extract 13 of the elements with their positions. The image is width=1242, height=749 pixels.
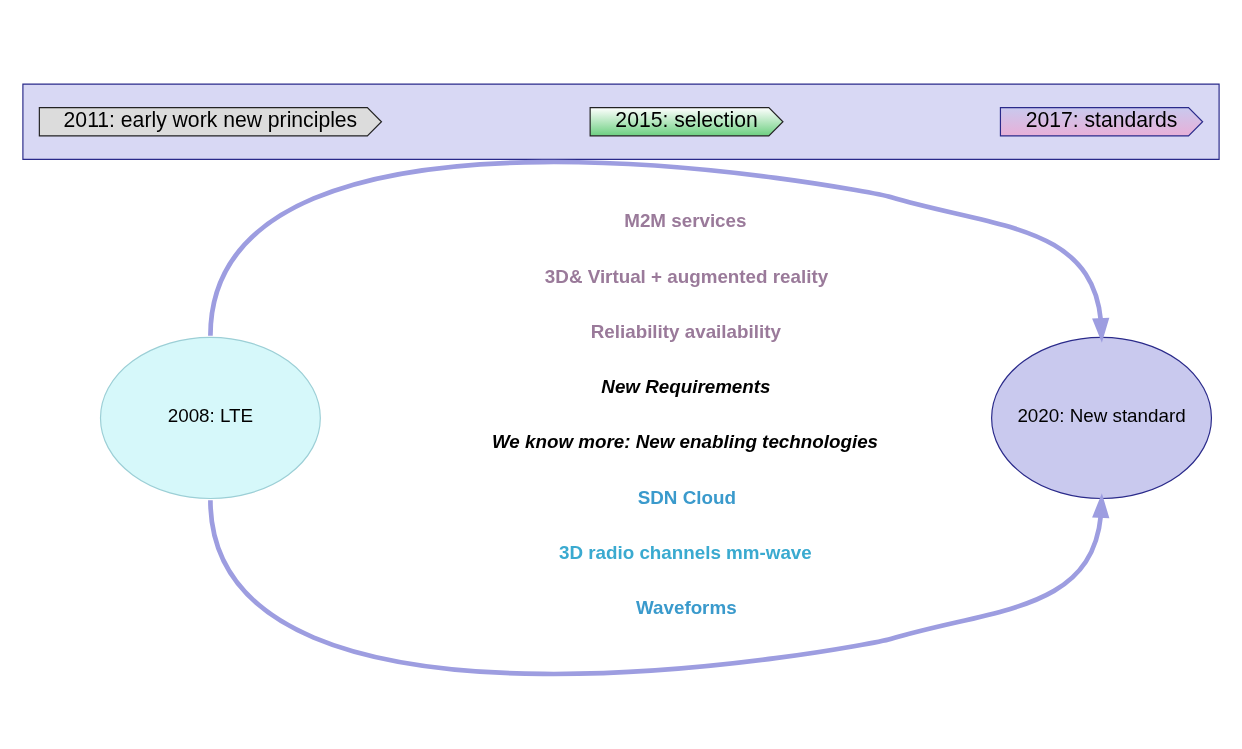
label: Waveforms — [635, 597, 737, 619]
arrow — [208, 493, 1110, 677]
cluster — [22, 83, 1220, 160]
label: New Requirements — [601, 376, 771, 398]
node-ellipse: 2020: New standard — [991, 336, 1213, 500]
label: 3D& Virtual + augmented reality — [544, 265, 829, 287]
label: Reliability availability — [590, 320, 781, 342]
label: SDN Cloud — [637, 486, 736, 508]
arrow — [208, 159, 1110, 343]
node-ellipse: 2008: LTE — [99, 336, 321, 500]
label: We know more: New enabling technologies — [491, 431, 879, 453]
label: M2M services — [624, 210, 747, 232]
label: 3D radio channels mm-wave — [558, 541, 812, 563]
